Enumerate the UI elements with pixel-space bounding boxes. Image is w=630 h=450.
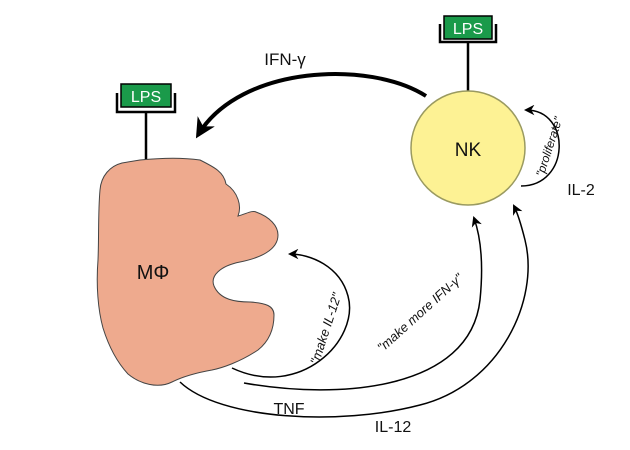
macrophage-cell <box>96 157 279 386</box>
tnf-label: TNF <box>273 401 304 418</box>
make-il12-arrow <box>231 248 351 378</box>
make-more-ifn-arrow <box>243 216 483 391</box>
macrophage-lps-label: LPS <box>131 89 161 106</box>
nk-label: NK <box>455 140 482 161</box>
il12-arrow <box>179 204 529 418</box>
nk-cell <box>410 90 526 206</box>
nk-lps-receptor: LPS <box>438 15 498 93</box>
il2-label: IL-2 <box>567 182 595 199</box>
il12-label: IL-12 <box>375 419 412 436</box>
proliferate-message: "proliferate" <box>533 114 566 178</box>
macrophage-lps-receptor: LPS <box>115 83 177 162</box>
make-more-ifn-message: "make more IFN-γ" <box>374 269 467 354</box>
macrophage-label: MΦ <box>137 262 170 284</box>
nk-lps-label: LPS <box>453 21 483 38</box>
nk-lps-badge <box>443 15 493 40</box>
macrophage-lps-badge <box>120 83 172 108</box>
ifn-gamma-label: IFN-γ <box>264 50 306 69</box>
ifn-gamma-arrow <box>195 72 428 139</box>
proliferate-loop-arrow <box>520 104 560 187</box>
